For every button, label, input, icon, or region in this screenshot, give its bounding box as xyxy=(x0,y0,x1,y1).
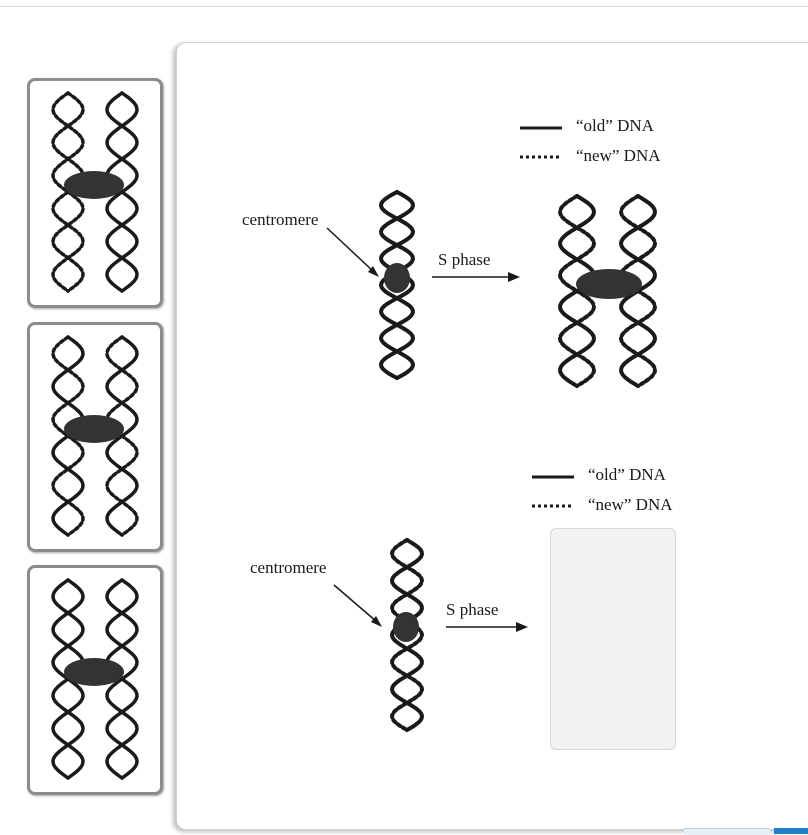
s-phase-label-top: S phase xyxy=(438,250,491,269)
chromosome-option-2-icon xyxy=(51,335,139,537)
s-phase-label-bottom: S phase xyxy=(446,600,499,619)
legend-new-label-top: “new” DNA xyxy=(576,146,661,165)
bottom-unreplicated-chromosome xyxy=(389,538,425,732)
new-dna-strand xyxy=(51,91,85,293)
centromere-shape xyxy=(64,415,124,443)
old-dna-strand xyxy=(51,578,85,780)
figure-panel xyxy=(176,42,808,830)
centromere-shape xyxy=(64,658,124,686)
new-dna-strand xyxy=(51,335,85,537)
centromere-label-top: centromere xyxy=(242,210,319,229)
centromere-shape xyxy=(64,171,124,199)
centromere-shape xyxy=(576,269,642,299)
answer-tile-1[interactable] xyxy=(27,78,163,308)
centromere-shape xyxy=(393,612,419,642)
top-unreplicated-chromosome xyxy=(378,190,416,380)
old-dna-strand xyxy=(378,190,416,380)
old-dna-strand xyxy=(105,578,139,780)
old-dna-strand xyxy=(389,538,425,732)
answer-tile-2[interactable] xyxy=(27,322,163,552)
primary-button[interactable] xyxy=(774,828,808,834)
answer-drop-zone[interactable] xyxy=(550,528,676,750)
legend-old-label-bottom: “old” DNA xyxy=(588,465,666,484)
top-divider xyxy=(0,6,808,7)
new-dna-strand xyxy=(105,335,139,537)
old-dna-strand xyxy=(378,190,416,380)
secondary-button[interactable] xyxy=(684,828,770,835)
answer-tile-3[interactable] xyxy=(27,565,163,795)
new-dna-strand xyxy=(389,538,425,732)
centromere-shape xyxy=(384,263,410,293)
chromosome-option-3-icon xyxy=(51,578,139,780)
chromosome-option-1-icon xyxy=(51,91,139,293)
top-replicated-chromosome xyxy=(557,194,658,388)
new-dna-strand xyxy=(557,194,597,388)
legend-old-label-top: “old” DNA xyxy=(576,116,654,135)
centromere-label-bottom: centromere xyxy=(250,558,327,577)
legend-new-label-bottom: “new” DNA xyxy=(588,495,673,514)
old-dna-strand xyxy=(105,91,139,293)
